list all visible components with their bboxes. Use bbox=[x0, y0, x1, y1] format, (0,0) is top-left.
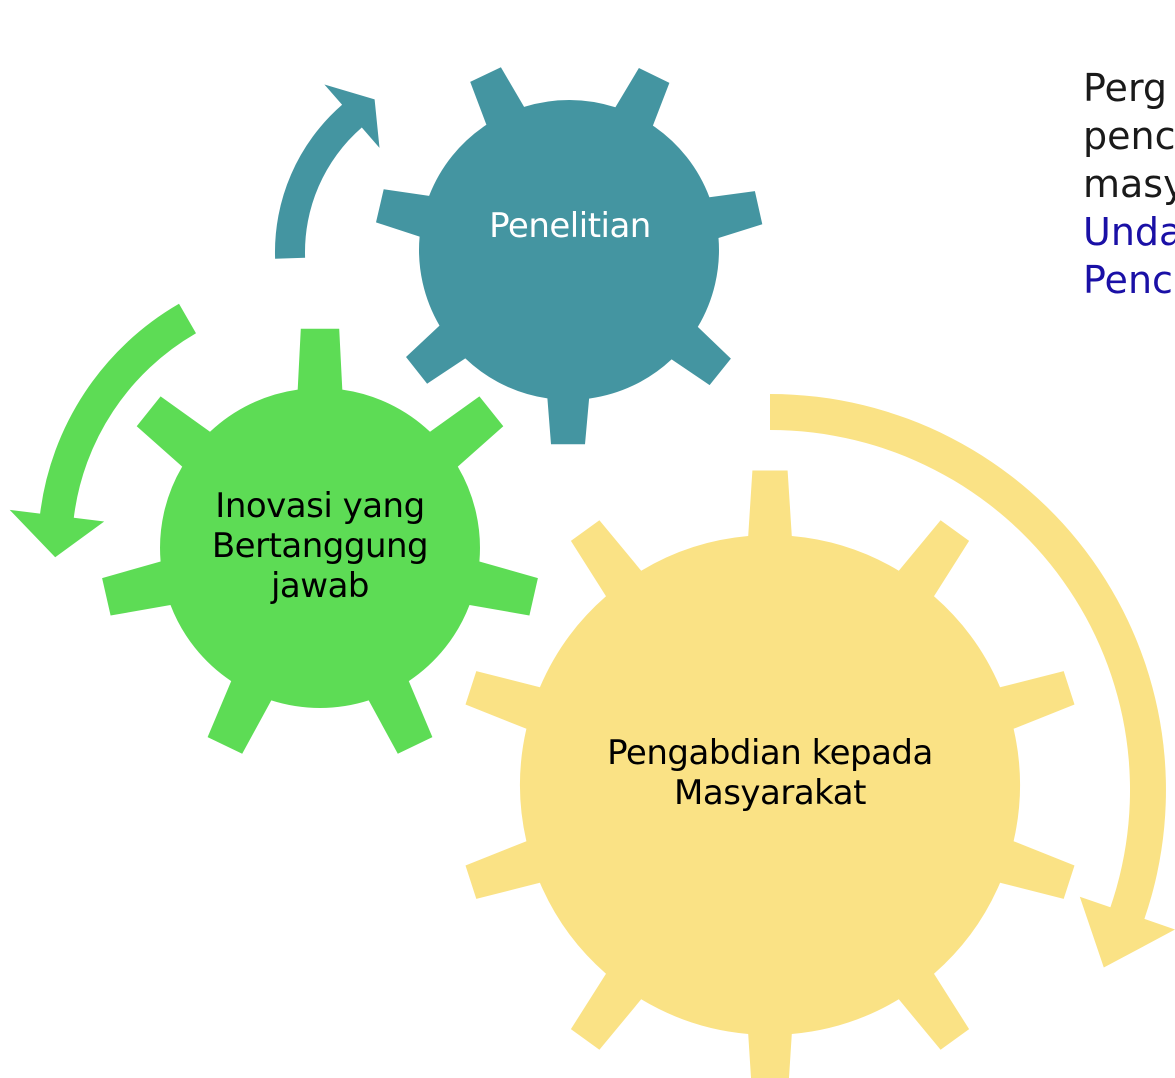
side-text-highlight-line-2: Penc bbox=[1083, 258, 1173, 302]
side-text-block: Perg penc masy Unda Penc bbox=[1083, 64, 1175, 304]
penelitian-label-text: Penelitian bbox=[489, 206, 651, 246]
side-text-line-1: Perg bbox=[1083, 66, 1168, 110]
pengabdian-label-line-2: Masyarakat bbox=[674, 773, 866, 813]
inovasi-label-line-1: Inovasi yang bbox=[215, 486, 425, 526]
inovasi-gear bbox=[102, 328, 538, 754]
penelitian-gear bbox=[376, 67, 763, 445]
pengabdian-gear bbox=[465, 470, 1075, 1078]
yellow-arrow bbox=[770, 394, 1175, 968]
penelitian-label: Penelitian bbox=[420, 206, 720, 246]
green-arrow bbox=[9, 303, 197, 558]
side-text-line-2: penc bbox=[1083, 114, 1175, 158]
teal-arrow bbox=[274, 84, 380, 259]
pengabdian-label-line-1: Pengabdian kepada bbox=[607, 733, 933, 773]
inovasi-label-line-2: Bertanggung bbox=[211, 526, 429, 566]
inovasi-label: Inovasi yang Bertanggung jawab bbox=[170, 486, 470, 606]
inovasi-label-line-3: jawab bbox=[270, 566, 370, 606]
side-text-highlight-line-1: Unda bbox=[1083, 210, 1175, 254]
side-text-line-3: masy bbox=[1083, 162, 1175, 206]
pengabdian-label: Pengabdian kepada Masyarakat bbox=[520, 733, 1020, 813]
